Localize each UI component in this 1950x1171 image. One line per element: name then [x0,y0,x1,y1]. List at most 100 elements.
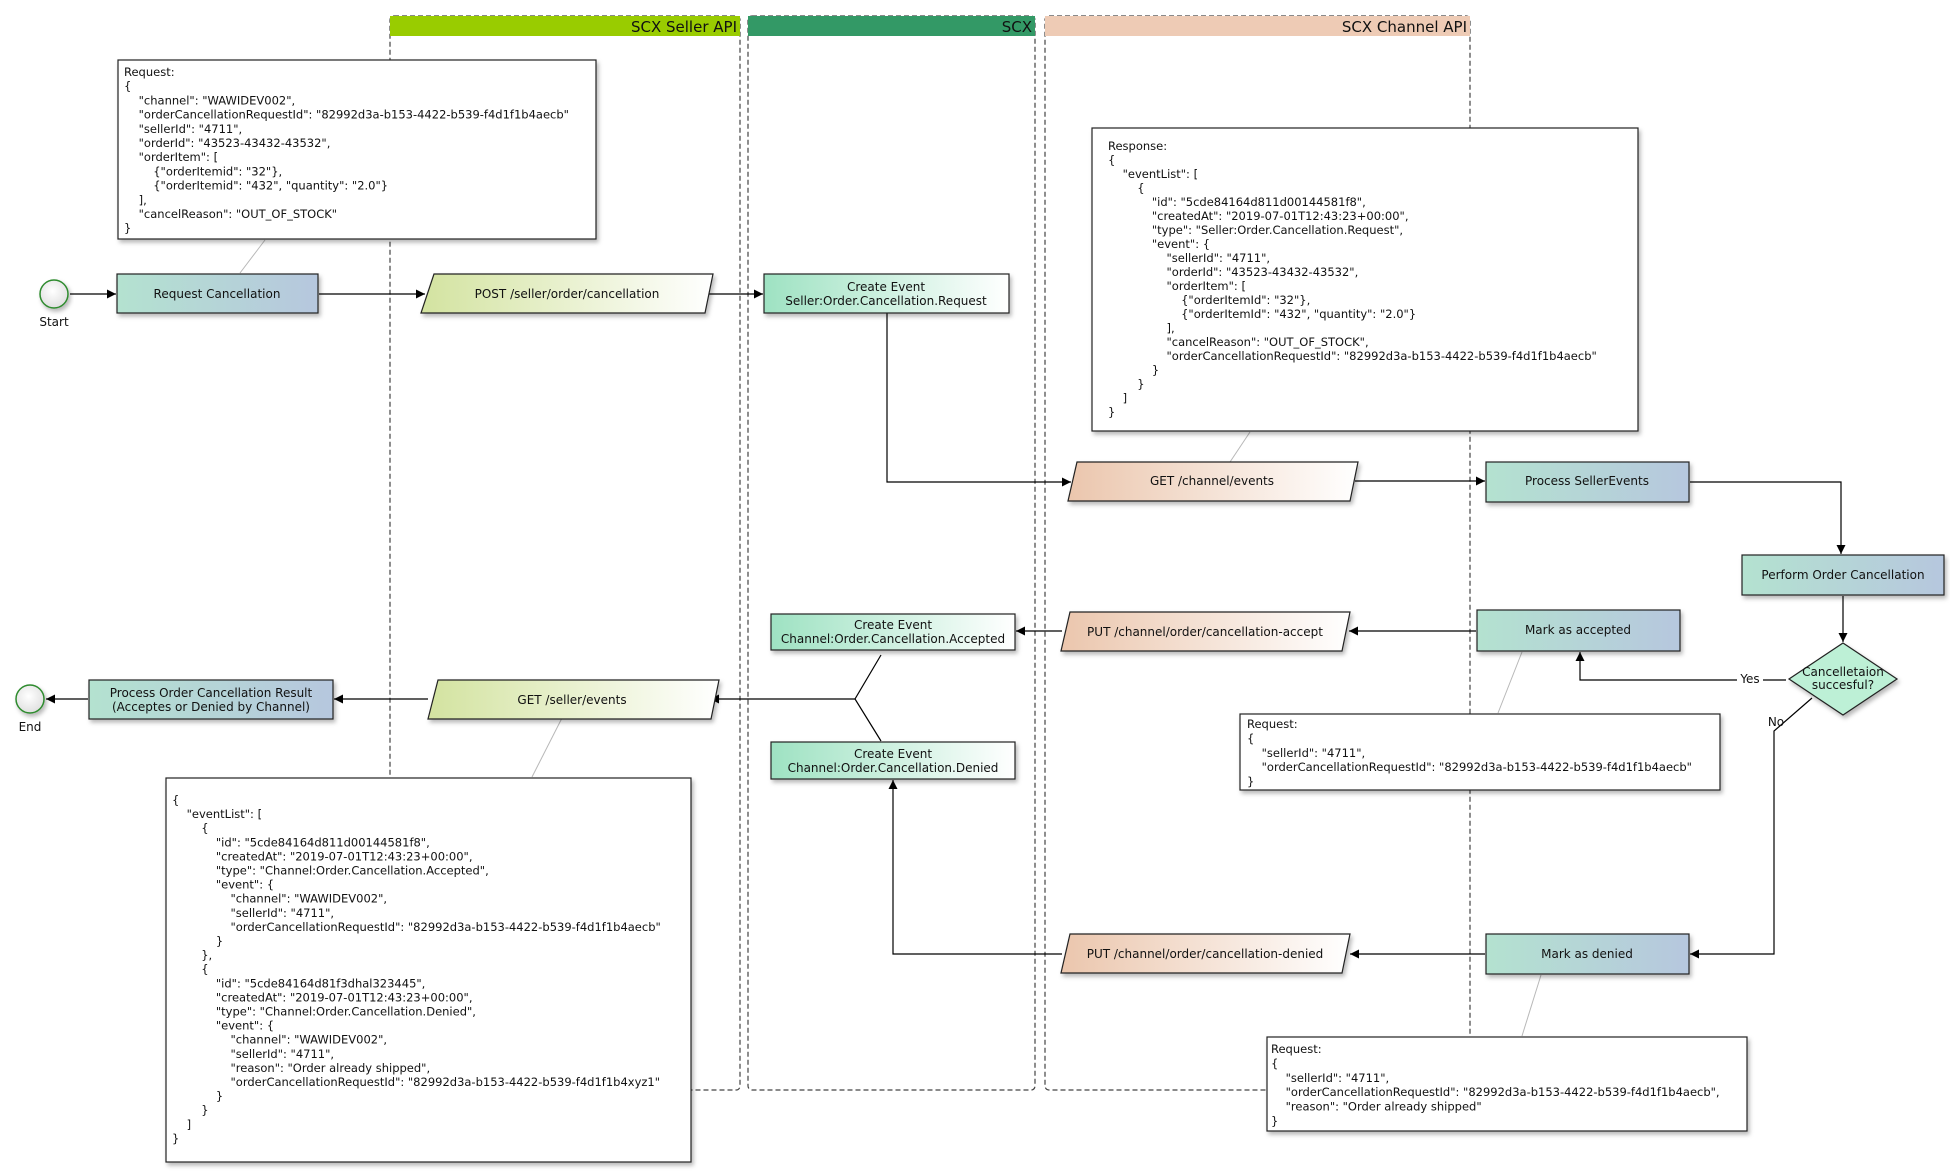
note-line: "orderCancellationRequestId": "82992d3a-… [124,108,569,122]
note-line: "id": "5cde84164d81f3dhal323445", [172,976,425,990]
note-line: { [172,821,209,835]
note-line: } [1108,377,1145,391]
gateway-no-label: No [1768,715,1784,729]
note-line: ] [1108,391,1127,405]
lane-scx-title: SCX [1002,18,1032,36]
note-request-cancellation: Request:{ "channel": "WAWIDEV002", "orde… [117,59,597,240]
endpoint-get-seller-events[interactable]: GET /seller/events [427,679,720,720]
note-line: "eventList": [ [1108,167,1198,181]
start-event-circle [39,279,69,309]
task-create-event-request-line1: Create Event [847,280,925,294]
note-line: ], [1108,321,1175,335]
note-line: {"orderItemId": "432", "quantity": "2.0"… [1108,307,1416,321]
endpoint-put-denied[interactable]: PUT /channel/order/cancellation-denied [1060,933,1351,974]
task-process-seller-events-label: Process SellerEvents [1525,474,1649,488]
note-line: ] [172,1117,191,1131]
endpoint-put-denied-label: PUT /channel/order/cancellation-denied [1087,947,1324,961]
lane-channel-api: SCX Channel API [1044,15,1471,1091]
task-create-event-accepted[interactable]: Create Event Channel:Order.Cancellation.… [770,613,1016,651]
note-line: "orderId": "43523-43432-43532", [1108,265,1358,279]
note-line: "sellerId": "4711", [1108,251,1270,265]
note-line: "orderCancellationRequestId": "82992d3a-… [1247,760,1692,774]
task-create-event-denied-line1: Create Event [854,747,932,761]
task-process-result[interactable]: Process Order Cancellation Result (Accep… [88,679,334,720]
lane-scx: SCX [747,15,1036,1091]
note-line: "sellerId": "4711", [172,906,334,920]
note-line: } [172,934,223,948]
note-line: Response: [1108,139,1167,153]
associations [239,239,1542,1037]
task-process-result-line2: (Acceptes or Denied by Channel) [112,700,310,714]
task-process-seller-events[interactable]: Process SellerEvents [1485,461,1690,503]
note-line: "channel": "WAWIDEV002", [172,1033,387,1047]
note-line: } [1247,775,1254,789]
note-line: } [1108,363,1159,377]
start-event: Start [39,279,69,329]
note-line: } [124,221,131,235]
endpoint-get-seller-events-label: GET /seller/events [517,693,626,707]
assoc-request-note [239,239,266,274]
flow-gateway-yes [1575,652,1786,681]
note-line: "reason": "Order already shipped" [1271,1100,1482,1114]
assoc-channel-events-note [1229,431,1251,463]
note-line: Request: [1271,1042,1322,1056]
note-line: "orderCancellationRequestId": "82992d3a-… [172,1075,660,1089]
note-line: "createdAt": "2019-07-01T12:43:23+00:00"… [172,990,472,1004]
note-line: "sellerId": "4711", [1271,1071,1389,1085]
note-line: "eventList": [ [172,807,262,821]
note-line: Request: [124,65,175,79]
note-line: "orderId": "43523-43432-43532", [124,136,330,150]
task-create-event-request[interactable]: Create Event Seller:Order.Cancellation.R… [763,273,1010,314]
task-perform-order-cancellation[interactable]: Perform Order Cancellation [1741,554,1945,596]
note-line: "createdAt": "2019-07-01T12:43:23+00:00"… [172,849,472,863]
gateway-label-line1: Cancelletaion [1802,665,1884,679]
task-create-event-denied-line2: Channel:Order.Cancellation.Denied [788,761,999,775]
endpoint-get-channel-events[interactable]: GET /channel/events [1067,461,1359,502]
endpoint-put-accept[interactable]: PUT /channel/order/cancellation-accept [1060,611,1351,652]
note-line: { [172,962,209,976]
start-event-label: Start [39,315,69,329]
task-create-event-accepted-line1: Create Event [854,618,932,632]
note-line: } [1271,1114,1278,1128]
note-channel-events-response: Response:{ "eventList": [ { "id": "5cde8… [1091,127,1639,432]
assoc-accept-note [1497,651,1523,714]
lane-channel-api-title: SCX Channel API [1342,18,1467,36]
task-create-event-denied[interactable]: Create Event Channel:Order.Cancellation.… [770,741,1016,780]
note-line: "type": "Channel:Order.Cancellation.Acce… [172,864,489,878]
note-line: {"orderItemid": "32"}, [124,164,282,178]
note-line: "event": { [1108,237,1210,251]
note-line: { [1108,181,1145,195]
note-line: "id": "5cde84164d811d00144581f8", [172,835,430,849]
end-event: End [15,684,45,734]
note-line: "orderItem": [ [1108,279,1246,293]
note-line: } [172,1089,223,1103]
task-perform-order-cancellation-label: Perform Order Cancellation [1761,568,1924,582]
task-create-event-request-line2: Seller:Order.Cancellation.Request [785,294,987,308]
flow-gateway-no [1690,697,1813,959]
note-line: "sellerId": "4711", [1247,746,1365,760]
note-line: } [172,1131,179,1145]
note-line: "reason": "Order already shipped", [172,1061,430,1075]
note-line: "event": { [172,878,274,892]
lane-channel-api-header [1045,16,1470,36]
task-request-cancellation[interactable]: Request Cancellation [116,273,319,314]
task-mark-accepted-label: Mark as accepted [1525,623,1631,637]
note-seller-events-response-text: { "eventList": [ { "id": "5cde84164d811d… [172,793,661,1145]
endpoint-post-cancellation[interactable]: POST /seller/order/cancellation [420,273,714,314]
gateway-cancellation-successful[interactable]: Cancelletaion succesful? [1787,642,1899,716]
assoc-seller-events-note [531,717,563,778]
note-line: "event": { [172,1019,274,1033]
note-line: "channel": "WAWIDEV002", [172,892,387,906]
note-line: {"orderItemid": "432", "quantity": "2.0"… [124,179,388,193]
note-line: "cancelReason": "OUT_OF_STOCK" [124,207,337,221]
assoc-denied-note [1521,974,1542,1037]
task-mark-denied-label: Mark as denied [1541,947,1633,961]
note-line: "createdAt": "2019-07-01T12:43:23+00:00"… [1108,209,1408,223]
task-mark-denied[interactable]: Mark as denied [1485,933,1690,975]
flow-join [854,654,882,742]
note-line: "type": "Channel:Order.Cancellation.Deni… [172,1005,476,1019]
note-denied-request-text: Request:{ "sellerId": "4711", "orderCanc… [1271,1042,1720,1128]
task-mark-accepted[interactable]: Mark as accepted [1476,609,1681,652]
end-event-label: End [19,720,42,734]
